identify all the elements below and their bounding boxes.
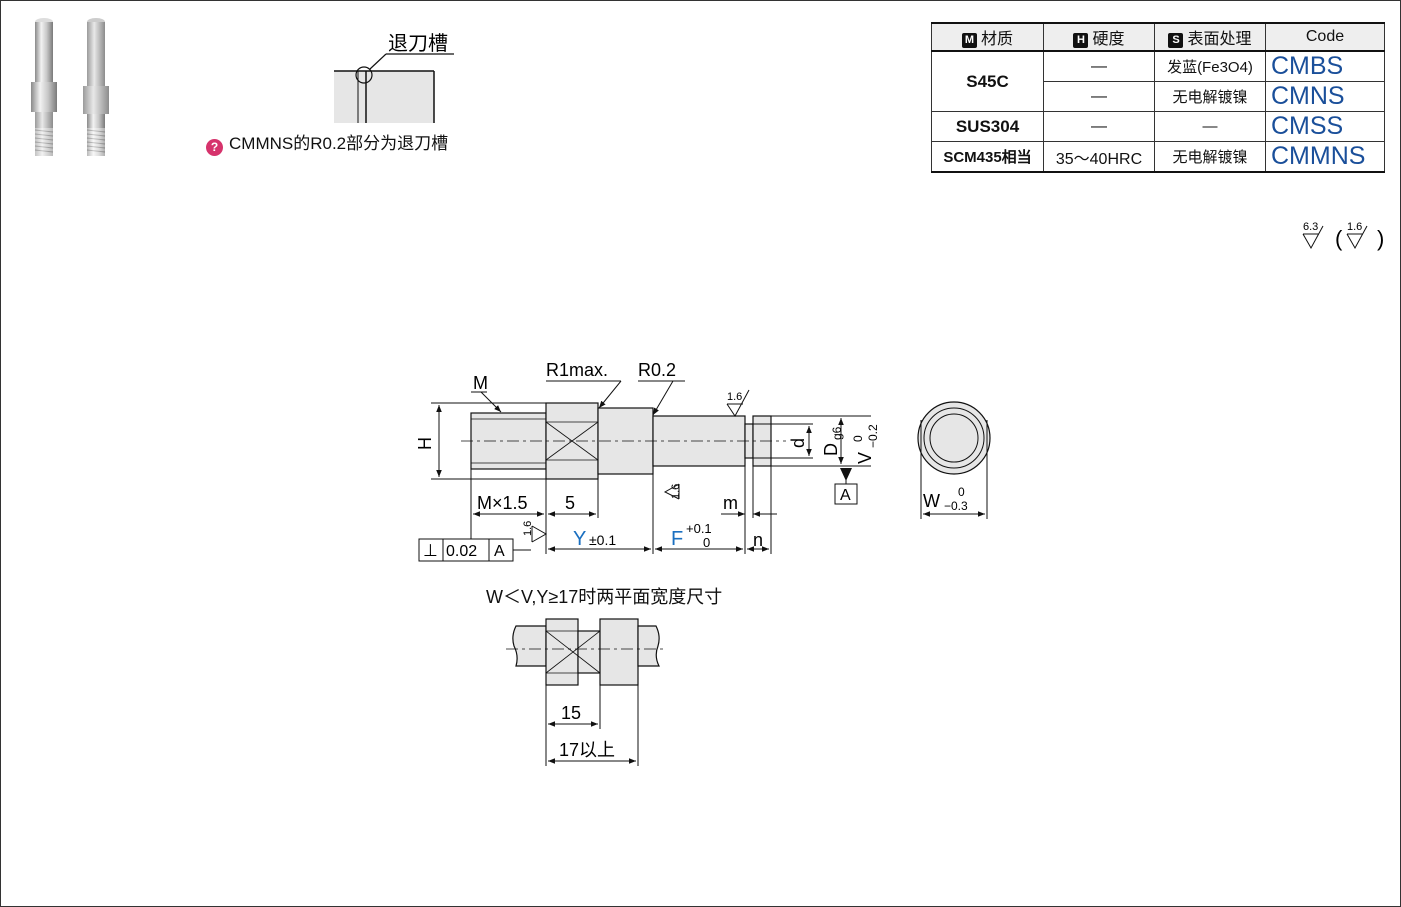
svg-text:0: 0 — [851, 435, 865, 442]
table-row: SCM435相当 35～40HRC 无电解镀镍 CMMNS — [931, 141, 1385, 173]
svg-text:0: 0 — [703, 535, 710, 550]
dim-17: 17以上 — [559, 740, 615, 760]
side-view: W 0 −0.3 — [917, 401, 991, 519]
cell-material: SCM435相当 — [931, 141, 1044, 173]
cell-surface: — — [1154, 111, 1266, 142]
table-row: SUS304 — — CMSS — [931, 111, 1385, 142]
svg-text:0: 0 — [958, 485, 965, 499]
perpendicularity-frame: ⊥ 0.02 A — [418, 538, 531, 562]
dim-y: Y — [573, 528, 586, 550]
svg-text:n: n — [753, 530, 763, 550]
cell-surface: 无电解镀镍 — [1154, 141, 1266, 173]
cell-hardness: — — [1043, 50, 1155, 82]
svg-text:+0.1: +0.1 — [686, 521, 712, 536]
svg-text:0.02: 0.02 — [446, 543, 477, 560]
svg-text:−0.3: −0.3 — [944, 499, 968, 513]
cell-code[interactable]: CMNS — [1265, 81, 1385, 112]
cell-material: S45C — [931, 50, 1044, 112]
svg-text:⊥: ⊥ — [423, 541, 438, 560]
info-icon: ? — [206, 139, 223, 156]
cell-surface: 无电解镀镍 — [1154, 81, 1266, 112]
svg-text:1.6: 1.6 — [522, 521, 534, 536]
cell-code[interactable]: CMMNS — [1265, 141, 1385, 173]
cell-hardness: — — [1043, 81, 1155, 112]
svg-text:(: ( — [1335, 226, 1343, 251]
svg-text:±0.1: ±0.1 — [589, 532, 616, 548]
svg-text:W: W — [923, 491, 940, 511]
svg-text:1.6: 1.6 — [1347, 221, 1362, 233]
dim-15: 15 — [561, 703, 581, 723]
flat-view: 15 17以上 — [506, 618, 666, 766]
cell-material: SUS304 — [931, 111, 1044, 142]
table-row: — 无电解镀镍 CMNS — [932, 81, 1385, 112]
svg-text:g6: g6 — [830, 426, 844, 440]
svg-text:D: D — [821, 443, 841, 456]
svg-text:6.3: 6.3 — [1303, 221, 1318, 233]
svg-text:R1max.: R1max. — [546, 360, 608, 380]
pin-right — [83, 18, 109, 156]
note-text: CMMNS的R0.2部分为退刀槽 — [229, 134, 449, 153]
datum-a: A — [840, 487, 851, 504]
material-badge-icon: M — [961, 33, 977, 48]
pin-left — [31, 18, 57, 156]
svg-text:H: H — [415, 437, 435, 450]
note: ? CMMNS的R0.2部分为退刀槽 — [206, 129, 448, 156]
svg-text:M×1.5: M×1.5 — [477, 493, 528, 513]
svg-text:m: m — [723, 493, 738, 513]
flat-view-caption: W＜V,Y≥17时两平面宽度尺寸 — [486, 587, 723, 607]
table-row: S45C — 发蓝(Fe3O4) CMBS — [931, 50, 1385, 112]
svg-text:d: d — [788, 438, 808, 448]
cell-code[interactable]: CMSS — [1265, 111, 1385, 142]
svg-text:R0.2: R0.2 — [638, 360, 676, 380]
svg-text:5: 5 — [565, 493, 575, 513]
cell-surface: 发蓝(Fe3O4) — [1154, 50, 1266, 82]
svg-text:M: M — [473, 373, 488, 393]
cell-hardness: 35～40HRC — [1043, 141, 1155, 173]
dim-f: F — [671, 528, 683, 550]
hardness-badge-icon: H — [1073, 33, 1089, 48]
svg-text:A: A — [494, 543, 505, 560]
groove-label: 退刀槽 — [388, 32, 448, 55]
roughness-symbol: 6.3 ( 1.6 ) — [1302, 221, 1384, 251]
svg-text:): ) — [1377, 226, 1384, 251]
svg-text:V: V — [855, 452, 875, 464]
product-photo — [31, 18, 109, 156]
header-code: Code — [1265, 22, 1385, 52]
cell-code[interactable]: CMBS — [1265, 50, 1385, 82]
svg-text:−0.2: −0.2 — [866, 424, 880, 448]
main-drawing: H M R1max. R0.2 1.6 d D g6 V — [415, 360, 991, 562]
surface-badge-icon: S — [1168, 33, 1184, 48]
cell-hardness: — — [1043, 111, 1155, 142]
svg-text:1.6: 1.6 — [727, 391, 742, 403]
groove-detail: 退刀槽 — [334, 32, 454, 123]
